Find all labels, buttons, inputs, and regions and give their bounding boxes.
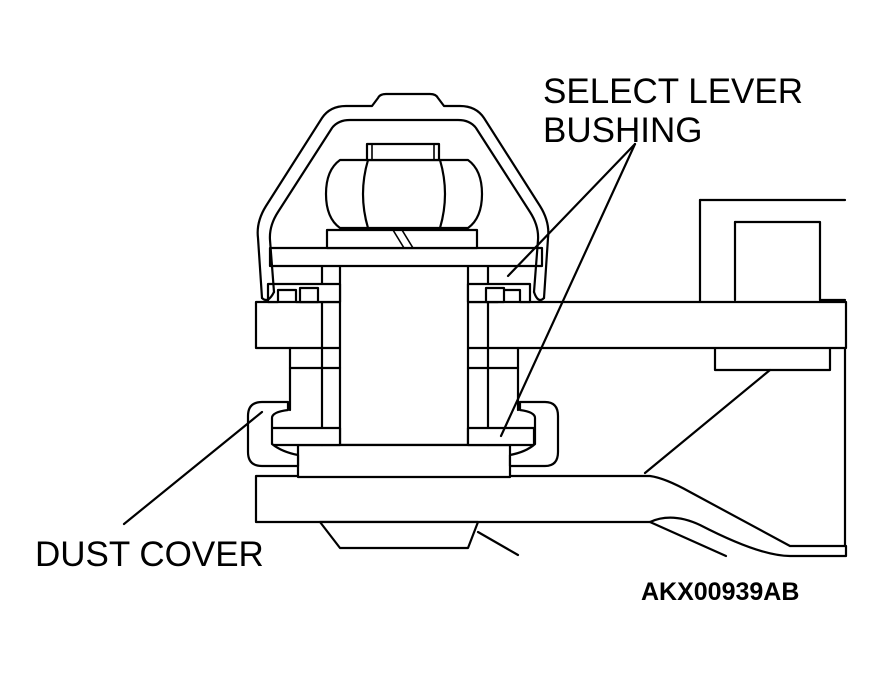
label-dust-cover: DUST COVER: [35, 535, 264, 574]
lever-body: [643, 198, 847, 550]
hex-nut: [324, 142, 484, 230]
lower-nut: [318, 520, 520, 557]
dust-cover-cap: [256, 92, 550, 302]
dust-cover-lower: [246, 400, 560, 468]
figure-code: AKX00939AB: [641, 578, 799, 606]
washer: [268, 228, 544, 268]
leader-lines: [122, 142, 637, 526]
base-plate: [254, 474, 848, 558]
label-select-lever-bushing-line1: SELECT LEVER: [543, 72, 803, 111]
bushing-upper: [266, 282, 532, 304]
label-select-lever-bushing-line2: BUSHING: [543, 111, 702, 150]
